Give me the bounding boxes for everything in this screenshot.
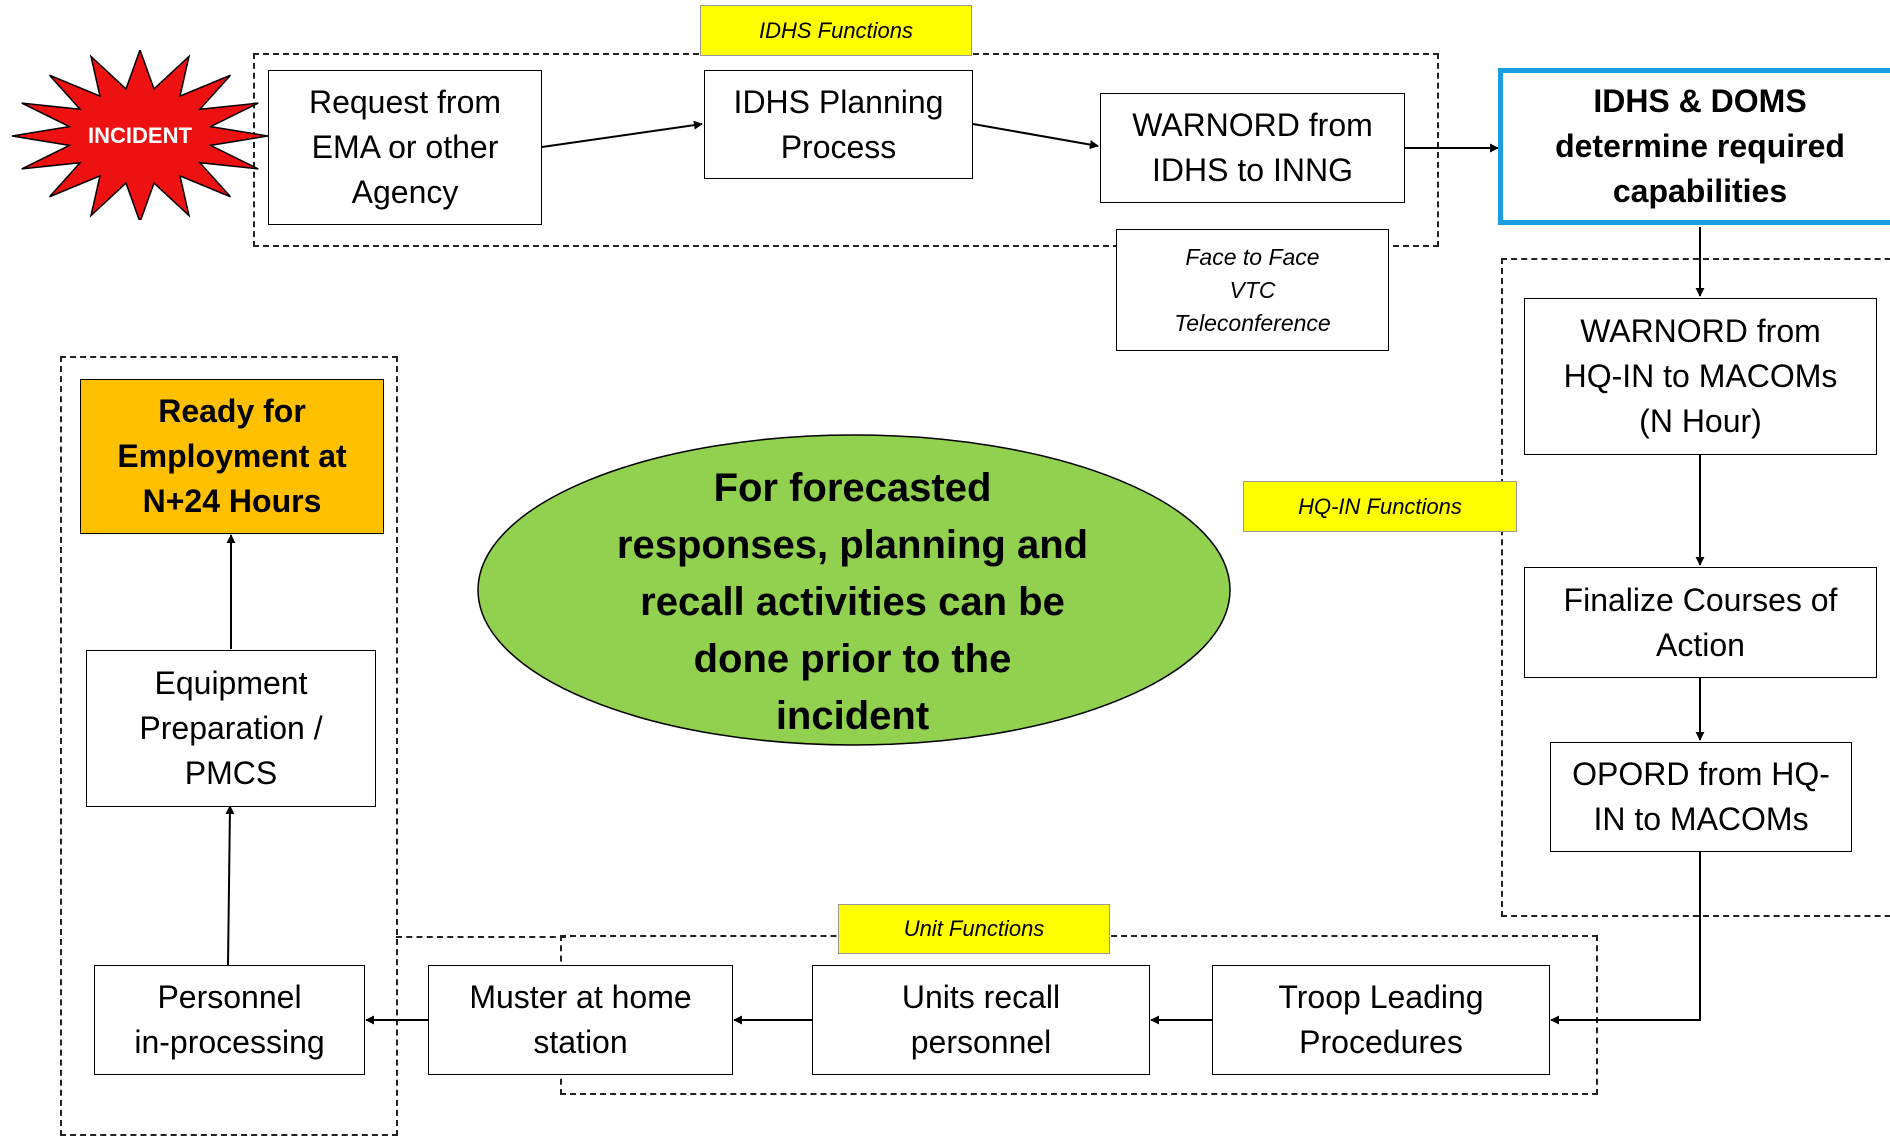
- unit-functions-label: Unit Functions: [838, 904, 1110, 954]
- forecast-note-text: For forecasted responses, planning and r…: [616, 465, 1089, 738]
- opord-hqin-to-macoms-box: OPORD from HQ- IN to MACOMs: [1550, 742, 1852, 852]
- hqin-functions-label: HQ-IN Functions: [1243, 481, 1517, 532]
- forecast-ellipse: [477, 434, 1231, 746]
- hqin-functions-region: [1501, 258, 1890, 917]
- communication-methods-note: Face to Face VTC Teleconference: [1116, 229, 1389, 351]
- equipment-preparation-box: Equipment Preparation / PMCS: [86, 650, 376, 807]
- troop-leading-procedures-box: Troop Leading Procedures: [1212, 965, 1550, 1075]
- personnel-in-processing-box: Personnel in-processing: [94, 965, 365, 1075]
- finalize-courses-of-action-box: Finalize Courses of Action: [1524, 567, 1877, 678]
- arrow-personnel-to-equipment: [225, 805, 235, 966]
- incident-burst-icon: INCIDENT: [11, 50, 269, 220]
- arrow-request-to-planning: [541, 120, 703, 148]
- arrow-planning-to-warnord: [972, 123, 1099, 150]
- incident-label: INCIDENT: [88, 123, 192, 148]
- flow-arrows: [225, 120, 1705, 1025]
- unit-functions-region-connector: [396, 936, 566, 938]
- warnord-hqin-to-macoms-box: WARNORD from HQ-IN to MACOMs (N Hour): [1524, 298, 1877, 455]
- ready-for-employment-box: Ready for Employment at N+24 Hours: [80, 379, 384, 534]
- units-recall-personnel-box: Units recall personnel: [812, 965, 1150, 1075]
- arrow-opord-to-troop: [1550, 852, 1701, 1025]
- idhs-functions-label: IDHS Functions: [700, 5, 972, 56]
- request-from-ema-box: Request from EMA or other Agency: [268, 70, 542, 225]
- idhs-doms-determine-box: IDHS & DOMS determine required capabilit…: [1498, 68, 1890, 225]
- idhs-planning-process-box: IDHS Planning Process: [704, 70, 973, 179]
- muster-at-home-station-box: Muster at home station: [428, 965, 733, 1075]
- warnord-idhs-to-inng-box: WARNORD from IDHS to INNG: [1100, 93, 1405, 203]
